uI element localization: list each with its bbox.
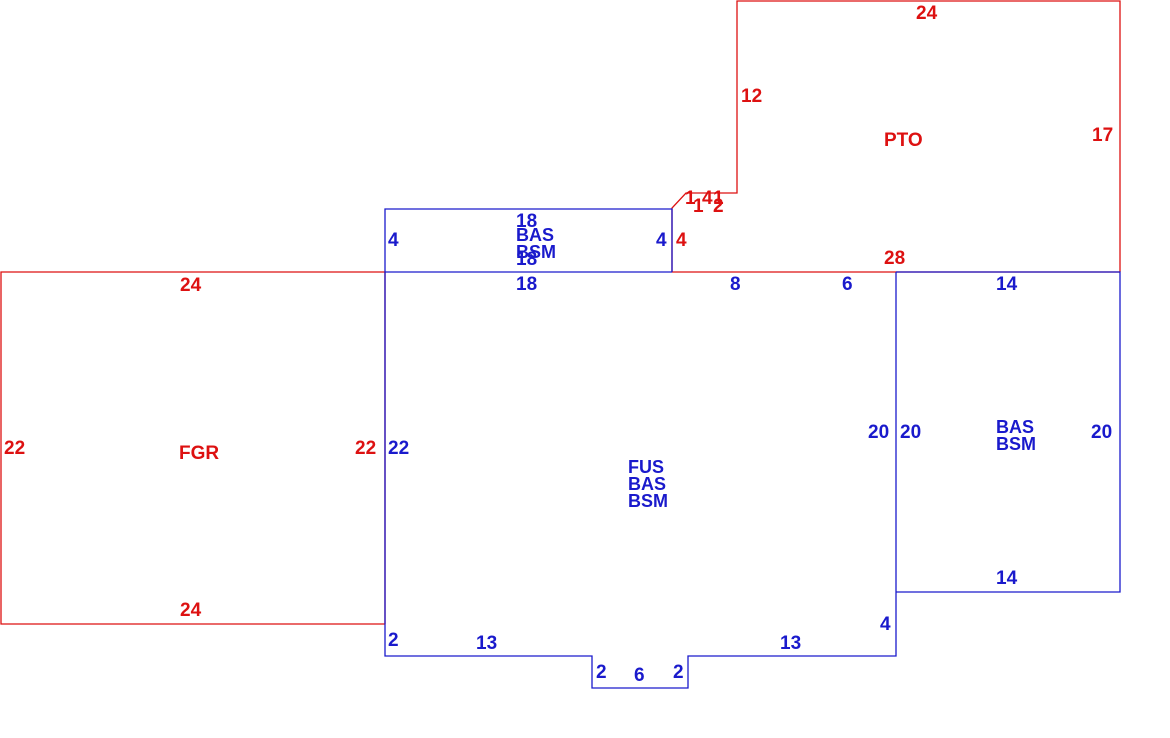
fgr-area-label: FGR xyxy=(179,443,219,464)
main-area-label-fus: FUS xyxy=(628,457,664,477)
dim-label: 22 xyxy=(355,438,376,459)
pto-area-label: PTO xyxy=(884,130,923,151)
pto-outline xyxy=(671,0,1121,272)
dim-label: 2 xyxy=(596,662,607,683)
dim-label: 28 xyxy=(884,248,905,269)
main-area-label-bas: BAS xyxy=(628,474,666,494)
dim-label: 1 xyxy=(685,188,696,209)
dim-label: 13 xyxy=(476,633,497,654)
dim-label: 4 xyxy=(702,188,713,209)
dim-label: 20 xyxy=(900,422,921,443)
dim-label: 2 xyxy=(713,196,724,217)
fgr-outline xyxy=(0,271,385,625)
dim-label: 12 xyxy=(741,86,762,107)
dim-label: 2 xyxy=(388,630,399,651)
dim-label: 18 xyxy=(516,249,537,270)
upper-section-outline xyxy=(384,208,673,272)
dim-label: 17 xyxy=(1092,125,1113,146)
right-area-label-bsm: BSM xyxy=(996,434,1036,454)
dim-label: 4 xyxy=(656,230,667,251)
main-area-label-bsm: BSM xyxy=(628,491,668,511)
dim-label: 20 xyxy=(1091,422,1112,443)
dim-label: 4 xyxy=(388,230,399,251)
upper-area-label-bsm: BSM xyxy=(516,242,556,262)
dim-label: 6 xyxy=(634,665,645,686)
dim-label: 1 xyxy=(713,188,724,209)
upper-area-label-bas: BAS xyxy=(516,225,554,245)
main-section-outline xyxy=(384,272,897,689)
dim-label: 24 xyxy=(916,3,938,24)
dim-label: 22 xyxy=(388,438,409,459)
dim-label: 18 xyxy=(516,211,537,232)
dim-label: 13 xyxy=(780,633,801,654)
dim-label: 22 xyxy=(4,438,25,459)
right-area-label-bas: BAS xyxy=(996,417,1034,437)
dim-label: 24 xyxy=(180,275,202,296)
dim-label: 14 xyxy=(996,274,1018,295)
dim-label: 14 xyxy=(996,568,1018,589)
dim-label: 18 xyxy=(516,274,537,295)
dim-label: 24 xyxy=(180,600,202,621)
dim-label: 2 xyxy=(673,662,684,683)
dim-label: 1 xyxy=(693,196,704,217)
dim-label: 20 xyxy=(868,422,889,443)
right-section-outline xyxy=(896,271,1121,593)
dim-label: 6 xyxy=(842,274,853,295)
dim-label: 4 xyxy=(676,230,687,251)
dim-label: 4 xyxy=(880,614,891,635)
dim-label: 8 xyxy=(730,274,741,295)
